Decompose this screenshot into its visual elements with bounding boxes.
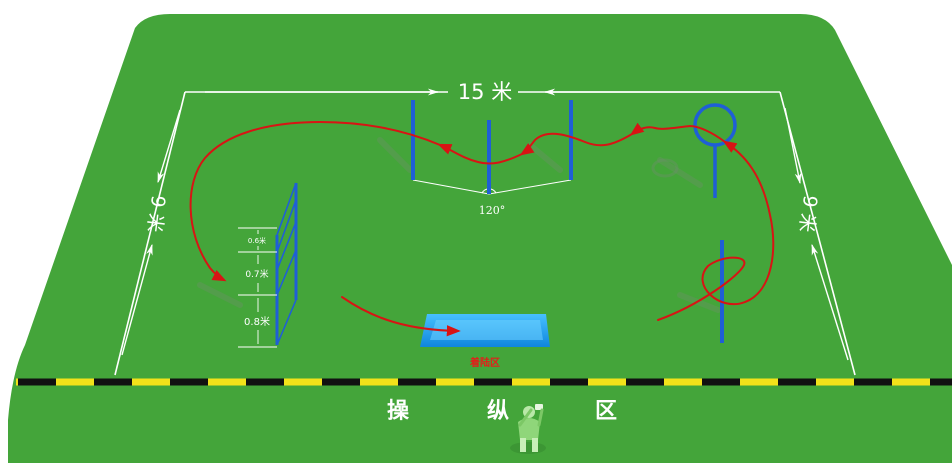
hoop-shadow [651, 158, 679, 178]
pole-angle-label: 120° [479, 204, 506, 217]
gate-gap-middle: 0.7米 [245, 268, 268, 280]
pole-shadows [197, 137, 721, 313]
operator-zone-char-3: 区 [595, 399, 617, 424]
pilot-figure-icon [510, 404, 546, 454]
right-dimension-label: 9 米 [795, 194, 821, 234]
landing-zone-label: 着陆区 [469, 356, 500, 369]
hoop-obstacle [693, 103, 737, 198]
left-dimension-arrows [121, 109, 181, 356]
three-pole-gate [411, 100, 573, 195]
gate-gap-bottom: 0.8米 [244, 315, 270, 328]
operator-zone-char-2: 纵 [487, 399, 509, 424]
left-dimension-label: 9 米 [143, 194, 169, 234]
operator-zone-char-1: 操 [387, 399, 410, 424]
flight-path [189, 120, 775, 337]
right-dimension-arrows [784, 107, 849, 361]
ladder-gates: 0.6米 0.7米 0.8米 [238, 182, 298, 348]
field-surface [8, 14, 952, 463]
gate-gap-top: 0.6米 [248, 236, 266, 245]
top-dimension-label: 15 米 [458, 80, 512, 104]
